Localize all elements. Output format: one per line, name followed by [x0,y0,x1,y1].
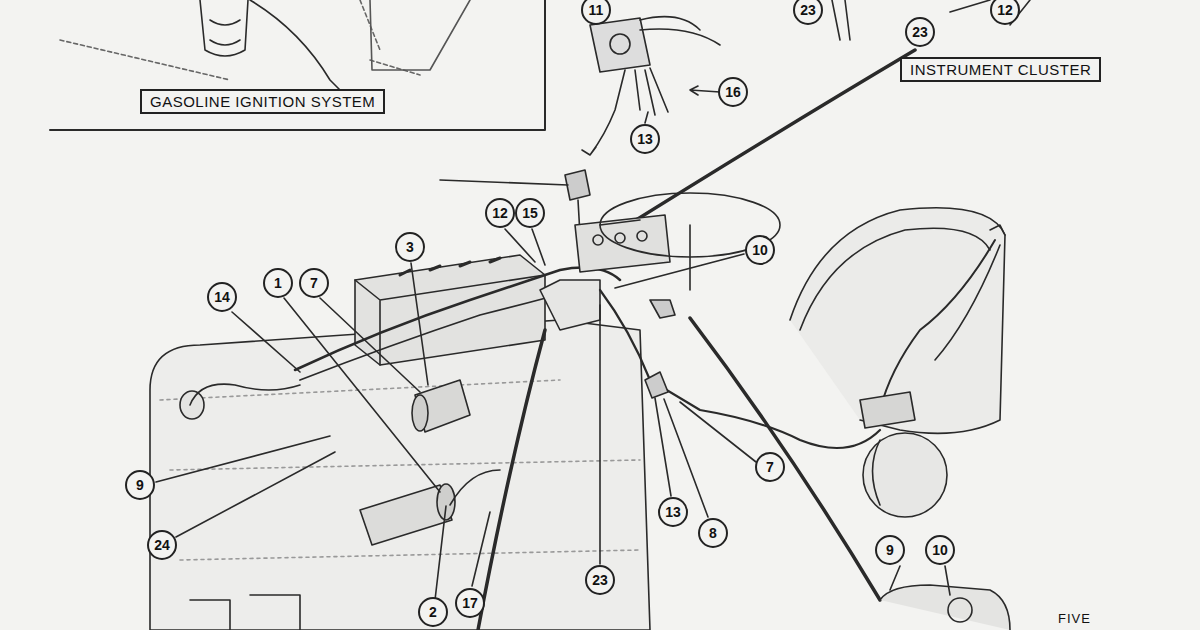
callout-number: 8 [698,518,728,548]
callout-number: 10 [925,535,955,565]
callout-number: 9 [125,470,155,500]
callout-number: 13 [630,124,660,154]
page-note: FIVE [1058,611,1091,626]
callout-number: 12 [485,198,515,228]
callout-number: 9 [875,535,905,565]
callout-number: 23 [793,0,823,25]
callout-number: 24 [147,530,177,560]
caption-box: GASOLINE IGNITION SYSTEM [140,89,385,114]
callout-number: 12 [990,0,1020,25]
callout-number: 17 [455,588,485,618]
callout-number: 10 [745,235,775,265]
caption-box: INSTRUMENT CLUSTER [900,57,1101,82]
callout-number: 16 [718,77,748,107]
callout-number: 7 [299,268,329,298]
caption-text: GASOLINE IGNITION SYSTEM [150,93,375,110]
callout-number: 23 [905,17,935,47]
callout-number: 15 [515,198,545,228]
callout-number: 7 [755,452,785,482]
callout-number: 13 [658,497,688,527]
callout-number: 2 [418,597,448,627]
callout-number: 14 [207,282,237,312]
caption-text: INSTRUMENT CLUSTER [910,61,1091,78]
callout-number: 1 [263,268,293,298]
callout-number: 11 [581,0,611,25]
callout-number: 23 [585,565,615,595]
callout-number: 3 [395,232,425,262]
